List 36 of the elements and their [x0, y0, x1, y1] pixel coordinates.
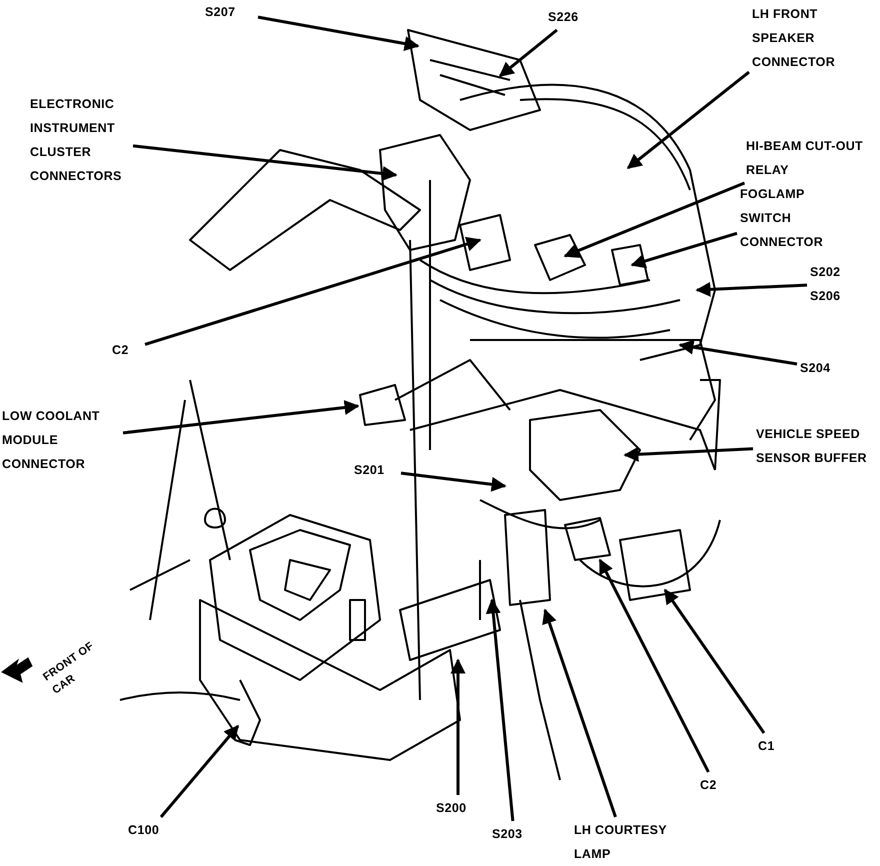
leader-arrow — [626, 70, 750, 170]
leader-arrow — [122, 400, 360, 434]
leader-arrow — [664, 588, 766, 734]
leader-arrow — [598, 558, 710, 773]
leader-arrow — [400, 472, 506, 492]
callout-label: FOGLAMP SWITCH CONNECTOR — [740, 182, 835, 254]
callout-label: LH COURTESY LAMP — [574, 818, 674, 866]
leader-arrow — [630, 232, 738, 268]
callout-label: ELECTRONIC INSTRUMENT CLUSTER CONNECTORS — [30, 92, 130, 188]
callout-label: C1 — [758, 734, 788, 758]
callout-label: S202 S206 — [810, 260, 854, 308]
callout-label: C100 — [128, 818, 172, 842]
leader-arrow — [542, 608, 617, 818]
callout-label: S203 — [492, 822, 536, 846]
callout-label: S201 — [354, 458, 398, 482]
leader-arrow — [696, 282, 808, 297]
callout-label: S207 — [205, 0, 255, 24]
leader-arrow — [132, 144, 398, 181]
leader-arrow — [144, 236, 482, 346]
leader-arrow — [564, 182, 746, 258]
callout-label: LH FRONT SPEAKER CONNECTOR — [752, 2, 832, 74]
leader-arrow — [160, 724, 240, 818]
callout-label: LOW COOLANT MODULE CONNECTOR — [2, 404, 120, 476]
leader-arrow — [678, 340, 798, 366]
callout-label: VEHICLE SPEED SENSOR BUFFER — [756, 422, 868, 470]
leader-arrow — [258, 16, 420, 51]
leader-arrow — [486, 598, 514, 822]
leader-arrow — [498, 28, 558, 78]
leader-arrow — [624, 446, 754, 462]
callout-label: C2 — [112, 338, 142, 362]
callout-label: HI-BEAM CUT-OUT RELAY — [746, 134, 866, 182]
callout-label: C2 — [700, 773, 730, 797]
callout-label: S204 — [800, 356, 844, 380]
callout-label: S226 — [548, 5, 598, 29]
callout-label: S200 — [436, 796, 480, 820]
leader-arrow — [450, 658, 466, 795]
